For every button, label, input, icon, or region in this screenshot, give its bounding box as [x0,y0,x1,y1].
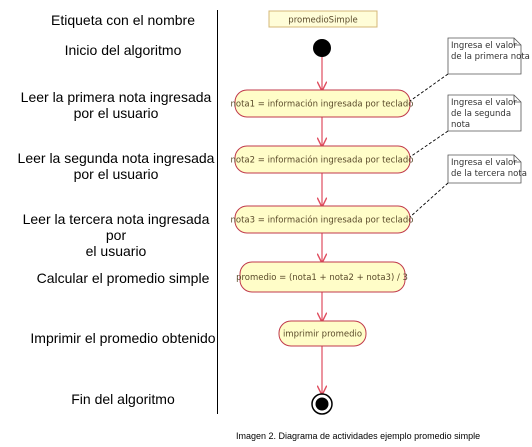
action-read-third [234,205,411,234]
label-read-third-line2: el usuario [85,243,147,259]
label-read-second-line2: por el usuario [73,166,159,182]
action-read-second-text: nota2 = información ingresada por teclad… [231,155,414,166]
action-calc-average [239,261,406,293]
note-second-line1: Ingresa el valor [451,98,517,108]
action-print-average-text: imprimir promedio [283,330,362,340]
label-start: Inicio del algoritmo [64,42,182,58]
label-read-third: Leer la tercera nota ingresada por el us… [16,211,216,259]
action-print-average [278,320,367,347]
label-read-first-line2: por el usuario [73,105,159,121]
note-first-line1: Ingresa el valor [451,41,517,51]
note-first-box [447,37,522,75]
action-read-first [234,89,411,118]
label-read-third-line1: Leer la tercera nota ingresada por [22,211,210,243]
label-end: Fin del algoritmo [71,391,175,407]
label-read-first-line1: Leer la primera nota ingresada [20,89,212,105]
note-second-line3: nota [451,120,470,130]
note-first-connector [409,73,449,102]
note-third-connector [409,182,449,218]
divider-line [217,10,218,414]
note-second-connector [409,130,449,158]
label-calc: Calcular el promedio simple [36,270,210,286]
label-read-second: Leer la segunda nota ingresada por el us… [16,150,216,182]
start-node [313,39,331,57]
action-read-third-text: nota3 = información ingresada por teclad… [231,215,414,226]
label-name-tag: Etiqueta con el nombre [51,12,195,28]
action-read-first-text: nota1 = información ingresada por teclad… [231,99,414,110]
label-print: Imprimir el promedio obtenido [30,330,216,346]
note-second-box [447,94,522,132]
note-third-line2: de la tercera nota [451,169,527,179]
action-calc-average-text: promedio = (nota1 + nota2 + nota3) / 3 [236,273,408,283]
note-third-box [447,154,522,184]
action-read-second [234,145,411,174]
note-first-line2: de la primera nota [451,52,530,62]
note-first-fold [513,38,521,46]
note-third-line1: Ingresa el valor [451,158,517,168]
note-second-line2: de la segunda [451,109,511,119]
label-read-second-line1: Leer la segunda nota ingresada [17,150,215,166]
name-tag-text: promedioSimple [288,16,357,26]
name-tag-box [268,10,378,28]
label-read-first: Leer la primera nota ingresada por el us… [16,89,216,121]
figure-caption: Imagen 2. Diagrama de actividades ejempl… [236,431,481,441]
end-node-inner [315,397,329,411]
note-second-fold [513,95,521,103]
note-third-fold [513,155,521,163]
